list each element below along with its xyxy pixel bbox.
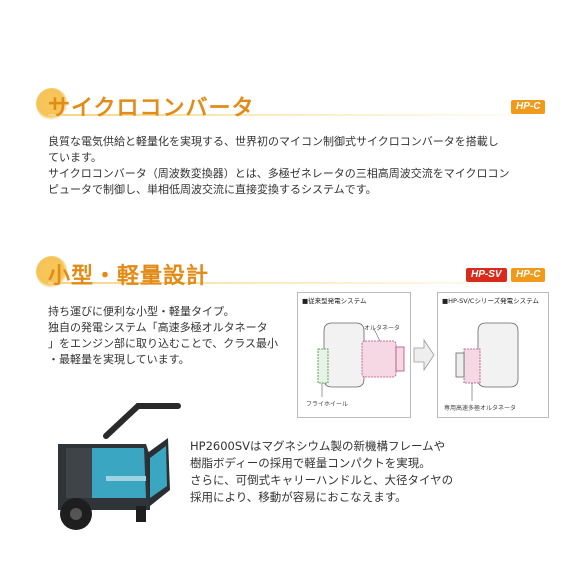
header-underline <box>48 114 554 116</box>
paragraph-line: 良質な電気供給と軽量化を実現する、世界初のマイコン制御式サイクロコンバータを搭載… <box>48 135 499 148</box>
paragraph-line: 持ち運びに便利な小型・軽量タイプ。 <box>48 305 235 318</box>
diagram-conventional-system: ■従来型発電システム オルタネータ フライホイール <box>297 292 411 418</box>
paragraph-line: ・最軽量を実現しています。 <box>48 353 190 366</box>
section1-paragraph: 良質な電気供給と軽量化を実現する、世界初のマイコン制御式サイクロコンバータを搭載… <box>48 134 558 198</box>
label-flywheel: フライホイール <box>306 401 349 408</box>
paragraph-line: 樹脂ボディーの採用で軽量コンパクトを実現。 <box>190 456 431 470</box>
paragraph-line: サイクロコンバータ（周波数変換器）とは、多極ゼネレータの三相高周波交流をマイクロ… <box>48 167 510 180</box>
paragraph-line: HP2600SVはマグネシウム製の新機構フレームや <box>190 439 446 453</box>
diagram-hp-sv-c-system: ■HP-SV/Cシリーズ発電システム 専用高速多極オルタネータ <box>437 292 549 418</box>
section-header-cycloconverter: サイクロコンバータ HP-C <box>0 88 572 128</box>
section-title: 小型・軽量設計 <box>48 264 210 289</box>
section-title: サイクロコンバータ <box>48 96 255 121</box>
hp-engine-illustration <box>455 322 519 401</box>
paragraph-line: ピュータで制御し、単相低周波交流に直接変換するシステムです。 <box>48 183 377 196</box>
paragraph-line: 採用により、移動が容易におこなえます。 <box>190 490 407 504</box>
product-description: HP2600SVはマグネシウム製の新機構フレームや 樹脂ボディーの採用で軽量コン… <box>190 438 560 506</box>
header-underline <box>48 282 554 284</box>
model-tag-hp-c: HP-C <box>511 268 546 282</box>
paragraph-line: ています。 <box>48 151 102 164</box>
model-tag-hp-sv: HP-SV <box>466 268 507 282</box>
arrow-right-icon <box>413 338 435 372</box>
section-header-compact: 小型・軽量設計 HP-SV HP-C <box>0 256 572 296</box>
label-dedicated-alternator: 専用高速多極オルタネータ <box>444 405 517 412</box>
paragraph-line: 独自の発電システム「高速多極オルタネータ <box>48 321 268 334</box>
label-alternator: オルタネータ <box>364 325 401 332</box>
paragraph-line: さらに、可倒式キャリーハンドルと、大径タイヤの <box>190 473 454 487</box>
section2-paragraph: 持ち運びに便利な小型・軽量タイプ。 独自の発電システム「高速多極オルタネータ 」… <box>48 304 288 368</box>
generator-product-image <box>58 403 181 530</box>
diagram-title: ■従来型発電システム <box>302 297 367 305</box>
model-tag-hp-c: HP-C <box>511 100 546 114</box>
conventional-engine-illustration <box>317 322 405 397</box>
diagram-title: ■HP-SV/Cシリーズ発電システム <box>442 297 539 305</box>
paragraph-line: 」をエンジン部に取り込むことで、クラス最小 <box>48 337 279 350</box>
